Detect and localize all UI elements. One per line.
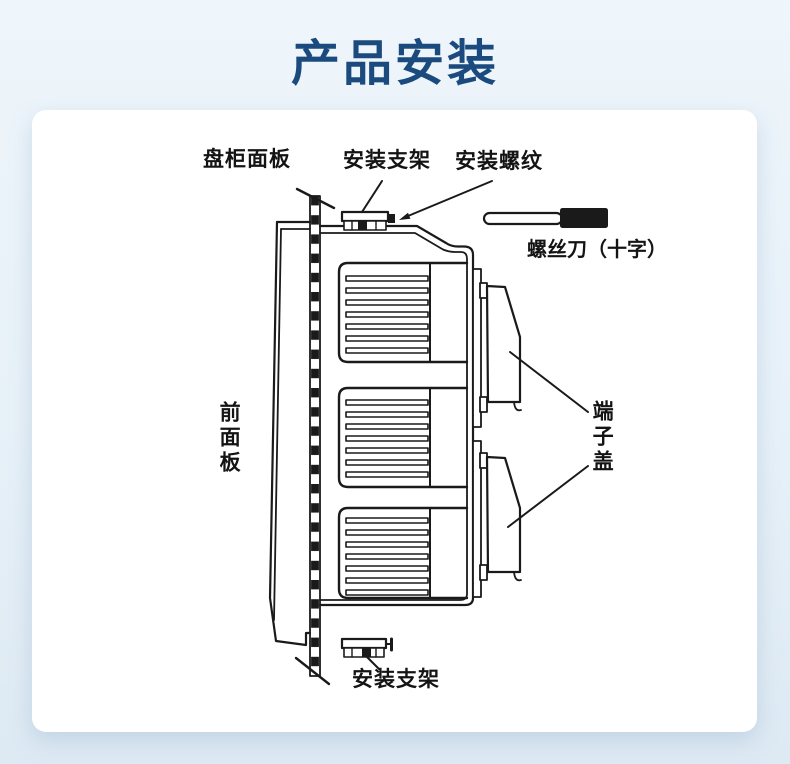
mounting-bracket-bottom — [340, 637, 393, 658]
panel-break-mark-bottom — [294, 656, 331, 686]
front-panel-bezel — [268, 220, 312, 647]
leader-thread-arrow — [399, 180, 493, 220]
label-terminal-cover: 端子盖 — [590, 400, 615, 475]
label-screwdriver: 螺丝刀（十字） — [527, 237, 667, 261]
leader-cover-bottom — [507, 465, 589, 528]
page-title: 产品安装 — [290, 35, 499, 92]
label-front-panel: 前面板 — [217, 401, 242, 476]
label-mounting-thread: 安装螺纹 — [455, 149, 543, 173]
mounting-screw-bottom — [385, 637, 393, 652]
leader-lines — [361, 180, 589, 670]
terminal-cover-bottom — [485, 455, 522, 582]
mounting-bracket-top — [340, 210, 395, 231]
screwdriver-illustration — [482, 208, 608, 228]
label-mounting-bracket-top: 安装支架 — [343, 148, 431, 172]
label-mounting-bracket-bottom: 安装支架 — [352, 667, 440, 691]
panel-strip — [294, 187, 336, 686]
leader-bracket-bottom — [366, 656, 380, 670]
vent-module-bottom — [337, 506, 469, 600]
vent-module-top — [337, 261, 469, 364]
leader-cover-top — [509, 351, 589, 413]
diagram-card — [32, 110, 757, 732]
hinge-tab — [479, 564, 488, 581]
leader-bracket-top — [361, 180, 383, 213]
mounting-screw-top — [388, 214, 395, 223]
label-cabinet-panel: 盘柜面板 — [203, 147, 291, 171]
panel-break-mark-top — [295, 187, 336, 210]
terminal-block-strip — [472, 268, 488, 598]
hinge-tab — [479, 396, 488, 413]
terminal-cover-top — [485, 284, 522, 412]
vent-module-middle — [337, 386, 469, 489]
device-body — [318, 224, 475, 607]
